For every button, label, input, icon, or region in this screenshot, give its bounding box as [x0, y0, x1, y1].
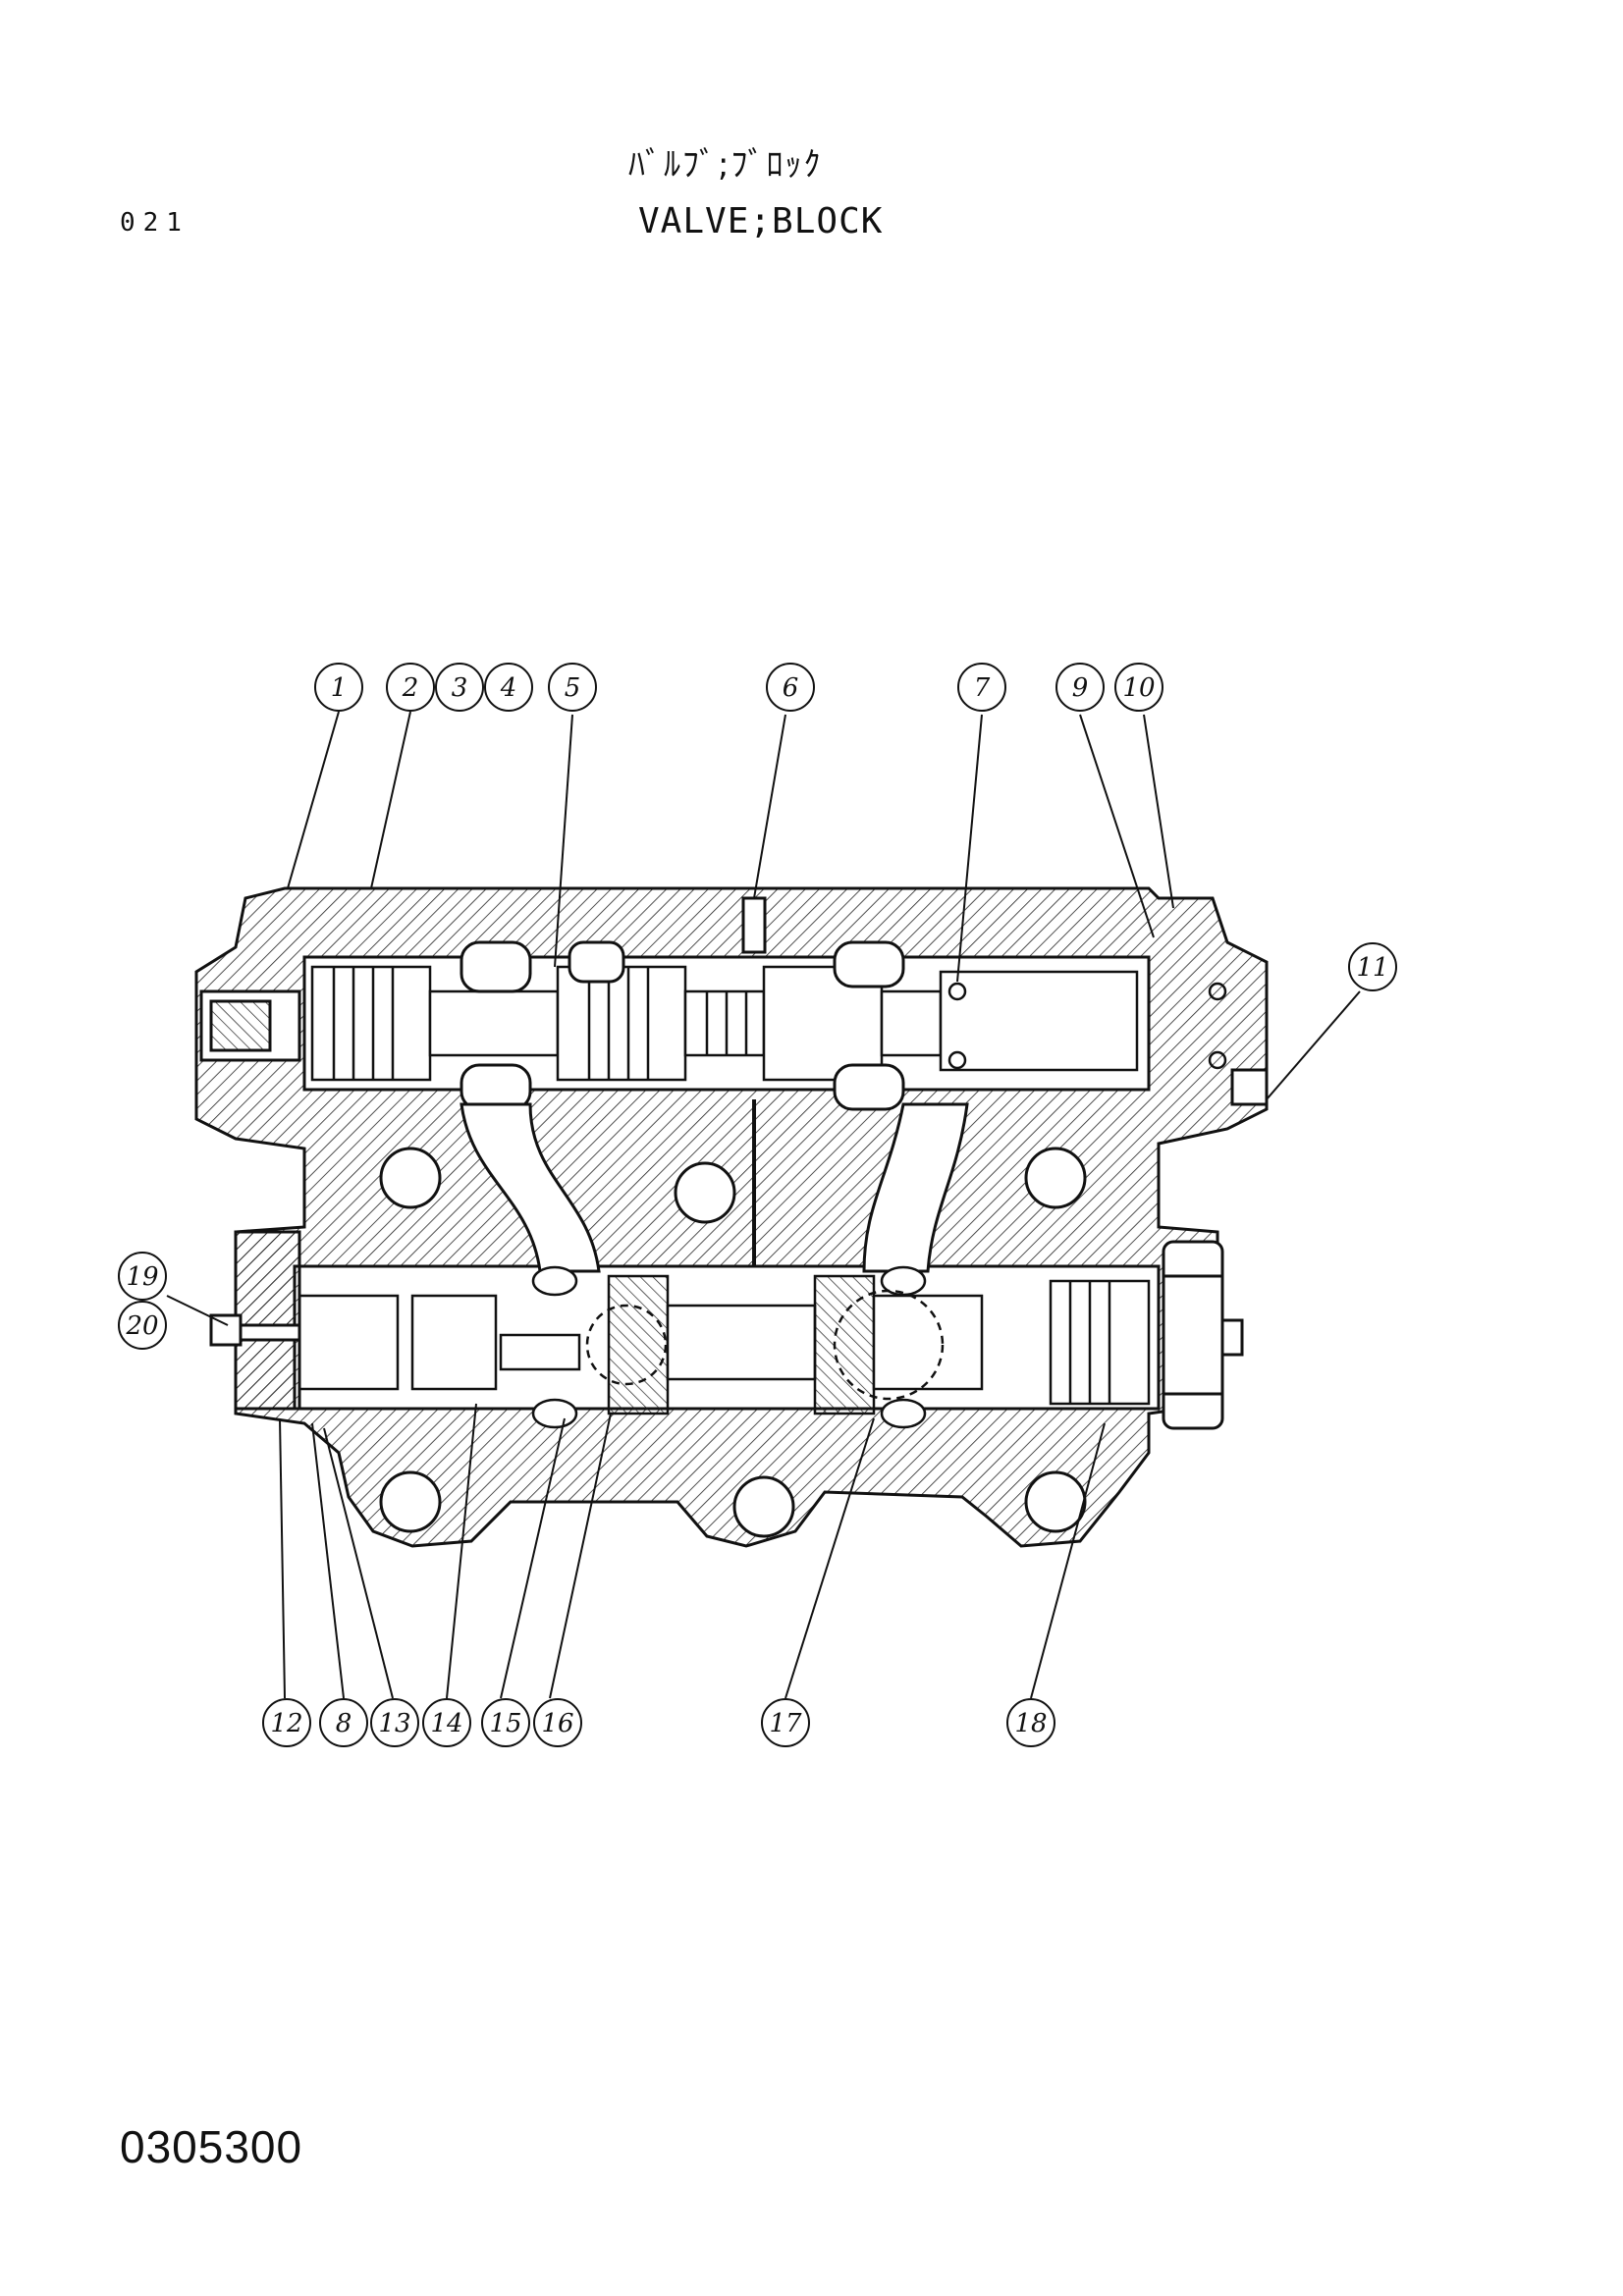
- svg-text:1: 1: [331, 673, 348, 703]
- callout-5: 5: [548, 663, 597, 712]
- title-english: VALVE;BLOCK: [638, 201, 884, 241]
- callout-1: 1: [314, 663, 363, 712]
- svg-text:2: 2: [402, 673, 419, 703]
- callout-14: 14: [422, 1698, 471, 1747]
- svg-text:19: 19: [126, 1262, 158, 1292]
- svg-text:17: 17: [769, 1709, 802, 1738]
- svg-text:8: 8: [336, 1709, 352, 1738]
- mounting-hole: [674, 1161, 736, 1224]
- title-japanese: ﾊﾞﾙﾌﾞ;ﾌﾞﾛｯｸ: [628, 145, 823, 185]
- callout-7: 7: [957, 663, 1006, 712]
- callout-13: 13: [370, 1698, 419, 1747]
- drawing-number: 0305300: [120, 2121, 303, 2172]
- mounting-hole: [1024, 1147, 1087, 1209]
- callout-9: 9: [1055, 663, 1105, 712]
- callout-16: 16: [533, 1698, 582, 1747]
- mounting-hole: [1024, 1470, 1087, 1533]
- svg-text:7: 7: [974, 673, 991, 703]
- passage-right: [862, 1102, 969, 1273]
- callout-2: 2: [386, 663, 435, 712]
- right-hex-plug: [1162, 1240, 1244, 1430]
- callout-17: 17: [761, 1698, 810, 1747]
- svg-text:16: 16: [541, 1709, 573, 1738]
- callout-18: 18: [1006, 1698, 1055, 1747]
- upper-spool: [310, 965, 1227, 1082]
- mounting-hole: [379, 1147, 442, 1209]
- left-end-cap: [234, 1230, 301, 1411]
- svg-text:18: 18: [1014, 1709, 1047, 1738]
- mounting-hole: [732, 1475, 795, 1538]
- svg-text:11: 11: [1356, 953, 1388, 983]
- svg-text:9: 9: [1072, 673, 1089, 703]
- svg-text:5: 5: [565, 673, 581, 703]
- svg-text:20: 20: [125, 1311, 158, 1341]
- section-code: 021: [120, 208, 189, 238]
- callout-3: 3: [435, 663, 484, 712]
- callout-4: 4: [484, 663, 533, 712]
- mounting-hole: [379, 1470, 442, 1533]
- svg-text:10: 10: [1122, 673, 1155, 703]
- svg-text:14: 14: [430, 1709, 462, 1738]
- callout-15: 15: [481, 1698, 530, 1747]
- svg-text:13: 13: [378, 1709, 410, 1738]
- svg-text:4: 4: [500, 673, 517, 703]
- lower-spool: [298, 1265, 1151, 1429]
- svg-text:15: 15: [489, 1709, 521, 1738]
- svg-text:12: 12: [270, 1709, 302, 1738]
- callout-19: 19: [118, 1252, 167, 1301]
- callout-10: 10: [1114, 663, 1163, 712]
- callout-20: 20: [118, 1301, 167, 1350]
- callout-11: 11: [1348, 942, 1397, 991]
- leader-lines: [166, 711, 1361, 1699]
- svg-text:6: 6: [783, 673, 799, 703]
- valve-body: [194, 886, 1269, 1548]
- callout-12: 12: [262, 1698, 311, 1747]
- callout-6: 6: [766, 663, 815, 712]
- callouts: 1 2 3 4 5 6 7 9 10 11 19 20 12 8 13 14 1…: [118, 663, 1397, 1747]
- svg-text:3: 3: [452, 673, 468, 703]
- passage-left: [460, 1102, 601, 1273]
- callout-8: 8: [319, 1698, 368, 1747]
